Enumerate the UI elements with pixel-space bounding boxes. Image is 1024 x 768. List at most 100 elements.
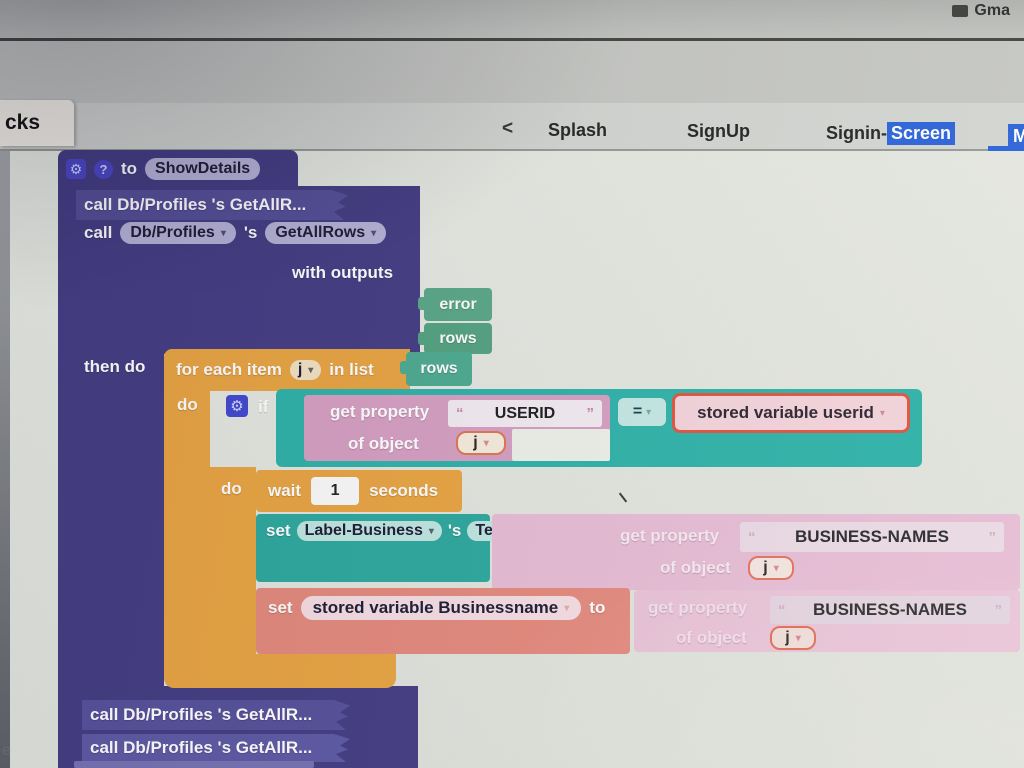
call-getallrows-block[interactable]: call Db/Profiles ▾ 's GetAllRows ▾ — [84, 222, 387, 244]
property-name-field[interactable]: “ BUSINESS-NAMES ” — [770, 596, 1010, 624]
set-label-block[interactable]: set Label-Business ▾ 's Text ▾ to — [256, 514, 548, 582]
wait-block[interactable]: wait 1 seconds — [256, 470, 462, 512]
dropdown-arrow-icon: ▾ — [773, 562, 779, 574]
screens-tab-bar — [0, 103, 1024, 151]
dropdown-arrow-icon: ▾ — [371, 227, 377, 239]
stray-letter: e — [2, 742, 11, 759]
foreach-pre-label: for each item — [176, 360, 282, 379]
dropdown-arrow-icon: ▾ — [646, 406, 652, 418]
wait-label: wait — [268, 481, 302, 500]
output-error-chip[interactable]: error — [418, 288, 492, 321]
stored-variable-dropdown[interactable]: stored variable Businessname ▾ — [300, 596, 582, 620]
set-component-dropdown[interactable]: Label-Business ▾ — [296, 521, 442, 541]
dropdown-arrow-icon: ▾ — [564, 602, 570, 614]
object-var-chip[interactable]: j ▾ — [748, 556, 794, 580]
procedure-name: ShowDetails — [155, 160, 251, 177]
tab-signin-screen[interactable]: Signin- Screen — [826, 122, 956, 145]
comparison-operator-chip[interactable]: = ▾ — [618, 398, 666, 426]
cond-get-property-block[interactable]: get property “ USERID ” of object j ▾ — [304, 395, 610, 461]
tab-signup[interactable]: SignUp — [687, 121, 750, 141]
browser-top-strip — [0, 0, 1024, 38]
tab-blocks[interactable]: cks — [0, 100, 74, 146]
method-dropdown[interactable]: GetAllRows ▾ — [265, 222, 387, 244]
property-name-value: USERID — [494, 404, 556, 422]
tab-blocks-label: cks — [5, 111, 41, 134]
get-property-business-block-1[interactable]: get property “ BUSINESS-NAMES ” of objec… — [492, 514, 1020, 590]
empty-socket — [512, 429, 610, 461]
wait-unit-label: seconds — [369, 481, 439, 500]
dropdown-arrow-icon: ▾ — [483, 437, 489, 449]
wait-value: 1 — [330, 482, 340, 499]
collapsed-call-block-2[interactable]: call Db/Profiles 's GetAllR... — [82, 700, 350, 730]
tab-splash[interactable]: Splash — [548, 120, 608, 140]
collapsed-call-block-1[interactable]: call Db/Profiles 's GetAllR... — [76, 190, 348, 220]
of-object-label: of object — [348, 434, 419, 453]
stored-variable-get-chip[interactable]: stored variable userid ▾ — [672, 393, 910, 433]
dropdown-arrow-icon: ▾ — [308, 364, 314, 376]
then-do-label: then do — [84, 357, 146, 376]
component-dropdown[interactable]: Db/Profiles ▾ — [120, 222, 236, 244]
get-property-business-block-2[interactable]: get property “ BUSINESS-NAMES ” of objec… — [634, 590, 1020, 652]
procedure-to-keyword: to — [121, 159, 138, 178]
foreach-do-label: do — [177, 395, 198, 414]
set-stored-variable-block[interactable]: set stored variable Businessname ▾ to — [256, 588, 630, 654]
browser-mid-strip — [0, 41, 1024, 103]
call-keyword: call — [84, 223, 113, 242]
collapsed-call-label: call Db/Profiles 's GetAllR... — [90, 705, 313, 724]
of-object-label: of object — [660, 558, 731, 577]
open-quote-icon: “ — [456, 405, 464, 422]
if-keyword: if — [258, 397, 269, 416]
object-var-name: j — [785, 629, 790, 646]
of-object-label: of object — [676, 628, 747, 647]
partial-block-bottom — [74, 761, 314, 768]
object-var-chip[interactable]: j ▾ — [770, 626, 816, 650]
workspace-left-edge — [0, 151, 10, 768]
collapsed-call-label: call Db/Profiles 's GetAllR... — [90, 738, 313, 757]
tab-partial-m[interactable]: M — [1008, 124, 1024, 149]
foreach-post-label: in list — [329, 360, 374, 379]
to-keyword: to — [589, 598, 606, 617]
close-quote-icon: ” — [586, 405, 594, 422]
output-rows-label: rows — [439, 329, 477, 347]
if-mutator-gear-icon[interactable]: ⚙ — [226, 395, 248, 417]
inner-do-label: do — [221, 479, 242, 498]
output-rows-chip[interactable]: rows — [418, 323, 492, 354]
wait-value-field[interactable]: 1 — [311, 477, 360, 505]
tab-signin-prefix: Signin- — [826, 123, 887, 143]
method-name: GetAllRows — [275, 224, 366, 241]
help-icon[interactable]: ? — [94, 159, 113, 179]
dropdown-arrow-icon: ▾ — [879, 407, 885, 419]
get-property-label: get property — [620, 526, 720, 545]
procedure-block-left-column[interactable] — [58, 354, 164, 692]
with-outputs-label: with outputs — [292, 263, 394, 282]
foreach-list-value-chip[interactable]: rows — [400, 352, 472, 386]
set-component-name: Label-Business — [304, 522, 423, 539]
property-name-field[interactable]: “ USERID ” — [448, 400, 602, 427]
dropdown-arrow-icon: ▾ — [795, 632, 801, 644]
dropdown-arrow-icon: ▾ — [220, 227, 226, 239]
get-property-label: get property — [648, 598, 748, 617]
back-arrow-icon[interactable]: < — [502, 118, 514, 139]
browser-tab-icon — [952, 5, 969, 17]
stored-variable-name: stored variable Businessname — [312, 598, 559, 617]
procedure-header[interactable]: ⚙ ? to ShowDetails — [58, 150, 298, 188]
collapsed-call-block-3[interactable]: call Db/Profiles 's GetAllR... — [82, 734, 350, 762]
property-name-field[interactable]: “ BUSINESS-NAMES ” — [740, 522, 1004, 552]
open-quote-icon: “ — [778, 601, 786, 619]
possessive-label: 's — [447, 521, 462, 540]
close-quote-icon: ” — [988, 528, 997, 546]
get-property-label: get property — [330, 402, 430, 421]
foreach-block-header[interactable]: for each item j ▾ in list — [164, 349, 410, 391]
procedure-name-field[interactable]: ShowDetails — [145, 158, 261, 180]
mutator-gear-icon[interactable]: ⚙ — [66, 159, 86, 179]
object-var-chip[interactable]: j ▾ — [456, 431, 506, 455]
property-name-value: BUSINESS-NAMES — [813, 600, 967, 619]
foreach-inner-column[interactable] — [208, 467, 256, 654]
foreach-left-column[interactable] — [164, 391, 210, 654]
component-name: Db/Profiles — [130, 224, 215, 241]
browser-tab-partial-label[interactable]: Gma — [974, 2, 1010, 19]
foreach-foot[interactable] — [164, 654, 396, 688]
active-tab-underline — [988, 146, 1024, 151]
foreach-var-dropdown[interactable]: j ▾ — [289, 360, 322, 380]
open-quote-icon: “ — [748, 528, 756, 546]
